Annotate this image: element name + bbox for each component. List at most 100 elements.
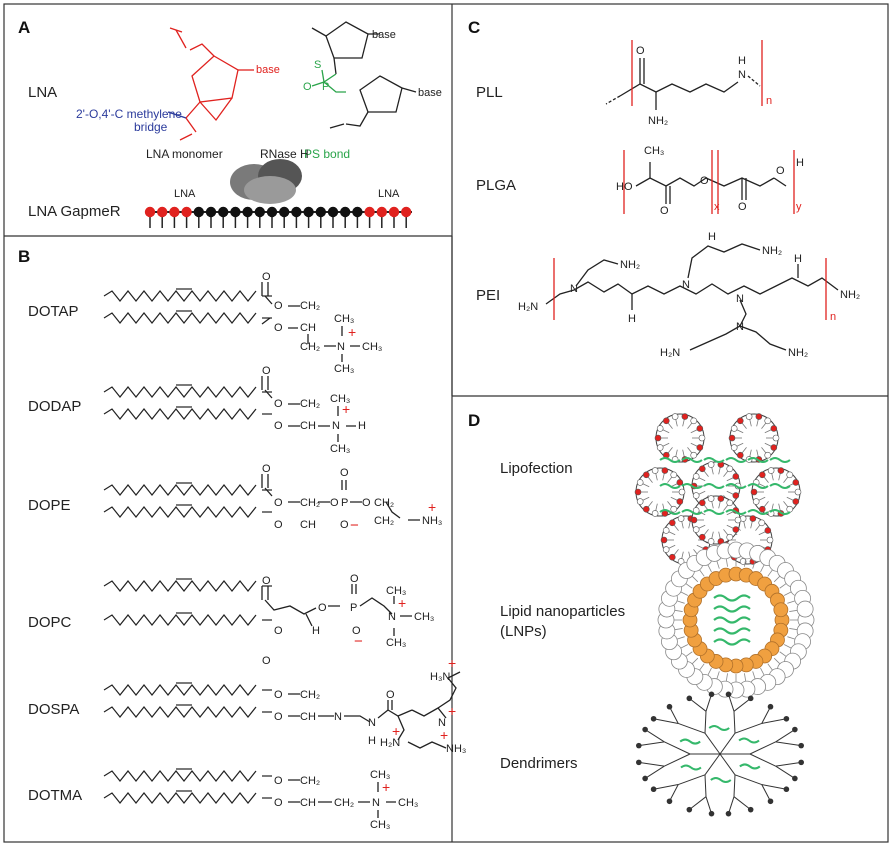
dodap-ch2a: CH₂ (300, 398, 320, 410)
dendrimer-terminal (686, 695, 693, 702)
dendrimer-branch (678, 774, 706, 786)
lipid-headgroup (749, 515, 757, 522)
dendrimer-terminal (708, 691, 715, 698)
lipid-tail-chain (103, 312, 257, 324)
dendrimer-terminal (725, 810, 732, 817)
lipid-headgroup (726, 465, 734, 473)
panel-a-label: A (18, 18, 30, 37)
polymer-plga-label: PLGA (476, 177, 516, 194)
lipid-headgroup (642, 471, 650, 479)
dope-plus: + (428, 499, 436, 515)
bridge-label-line2: bridge (134, 120, 168, 134)
dendrimer-branch (638, 741, 665, 747)
dospa-plus4: + (448, 655, 456, 671)
dopc-ch3c: CH₃ (386, 637, 406, 649)
dotap-ch3b: CH₃ (362, 341, 382, 353)
gapmer-dna-bead (291, 206, 302, 218)
lipid-tail (783, 644, 792, 649)
lipid-tail (699, 569, 705, 577)
lipid-headgroup (671, 413, 679, 420)
lipid-headgroup (767, 467, 775, 474)
plga-subscript-y: y (796, 201, 802, 213)
lipid-headgroup (661, 467, 669, 474)
nucleic-acid-cargo (710, 776, 732, 783)
lipid-headgroup (750, 488, 758, 496)
gapmer-lna-bead (181, 206, 192, 218)
dendrimer-branch (733, 711, 736, 734)
dendrimer-branch (734, 774, 762, 786)
lipid-headgroup (696, 444, 704, 451)
nucleic-acid-cargo (769, 457, 791, 463)
dendrimer-terminal (798, 759, 804, 766)
gapmer-dna-bead (230, 206, 241, 218)
lipid-headgroup (794, 488, 802, 496)
dodap-ch3a: CH₃ (330, 393, 350, 405)
dopc-o6: O (262, 655, 271, 667)
lipid-tail (699, 663, 705, 671)
dodap-o3: O (274, 420, 283, 432)
lipid-headgroup (681, 413, 689, 420)
lipid-headgroup (634, 488, 642, 496)
lipid-tail (773, 575, 781, 583)
dendrimer-branch (653, 784, 679, 790)
lipid-headgroup (678, 488, 686, 496)
nucleic-acid-cargo (747, 509, 769, 515)
dospa-n1: N (334, 711, 342, 723)
outer-frame (3, 3, 889, 843)
dope-o5: O (362, 497, 371, 509)
dendrimer-branch (704, 711, 707, 734)
gapmer-lna-bead (157, 206, 168, 218)
dopc-ch3b: CH₃ (414, 611, 434, 623)
dodap-headgroup (261, 376, 356, 442)
lipid-tail (680, 644, 689, 649)
dospa-nh3: NH₃ (446, 743, 466, 755)
dendrimer-terminal (636, 742, 642, 749)
nucleic-acid-cargo (679, 738, 701, 745)
dendrimer-terminal (650, 786, 657, 793)
pei-n1: N (570, 283, 578, 295)
lipid-headgroup (692, 526, 700, 533)
lipid-headgroup (770, 444, 778, 451)
polymer-pll-label: PLL (476, 84, 503, 101)
outer-lipid (796, 600, 814, 618)
dotma-ch3b: CH₃ (398, 797, 418, 809)
lipid-headgroup (772, 434, 780, 442)
dospa-o2: O (274, 711, 283, 723)
lipid-headgroup (726, 499, 734, 507)
dospa-o3: O (386, 689, 395, 701)
lipid-headgroup (717, 495, 725, 502)
gapmer-lna-bead (376, 206, 387, 218)
lipid-tail (674, 628, 683, 631)
lipid-headgroup (662, 417, 670, 425)
dotap-plus: + (348, 324, 356, 340)
gapmer-lna-left-label: LNA (174, 188, 196, 200)
dendrimer-branch (761, 784, 771, 802)
nucleic-acid-cargo (769, 483, 791, 489)
lipid-headgroup (698, 465, 706, 473)
gapmer-lna-bead (401, 206, 412, 218)
dodap-ch3b: CH₃ (330, 443, 350, 455)
nucleic-acid-cargo (713, 594, 751, 602)
dendrimer-terminal (636, 759, 642, 766)
dope-o2: O (274, 497, 283, 509)
lipid-tail (783, 591, 792, 596)
plga-o3: O (738, 201, 747, 213)
lipid-tail (676, 600, 685, 604)
ps-bond-structure (311, 21, 417, 129)
dodap-n: N (332, 420, 340, 432)
dope-o6: O (274, 519, 283, 531)
dendrimer-branch (728, 796, 735, 814)
lipid-dospa-label: DOSPA (28, 701, 79, 718)
lipid-headgroup (690, 516, 698, 524)
dendrimer-branch (761, 718, 787, 724)
pll-subscript-n: n (766, 95, 772, 107)
lipid-headgroup (692, 492, 700, 499)
gapmer-dna-bead (327, 206, 339, 218)
gapmer-dna-bead (279, 206, 290, 218)
dendrimer-branch (653, 718, 679, 724)
ionizable-lipid (773, 602, 789, 618)
dopc-headgroup (261, 584, 412, 636)
lipid-tail-chain (103, 770, 257, 782)
lipid-headgroup (676, 479, 684, 486)
dopc-h: H (312, 625, 320, 637)
